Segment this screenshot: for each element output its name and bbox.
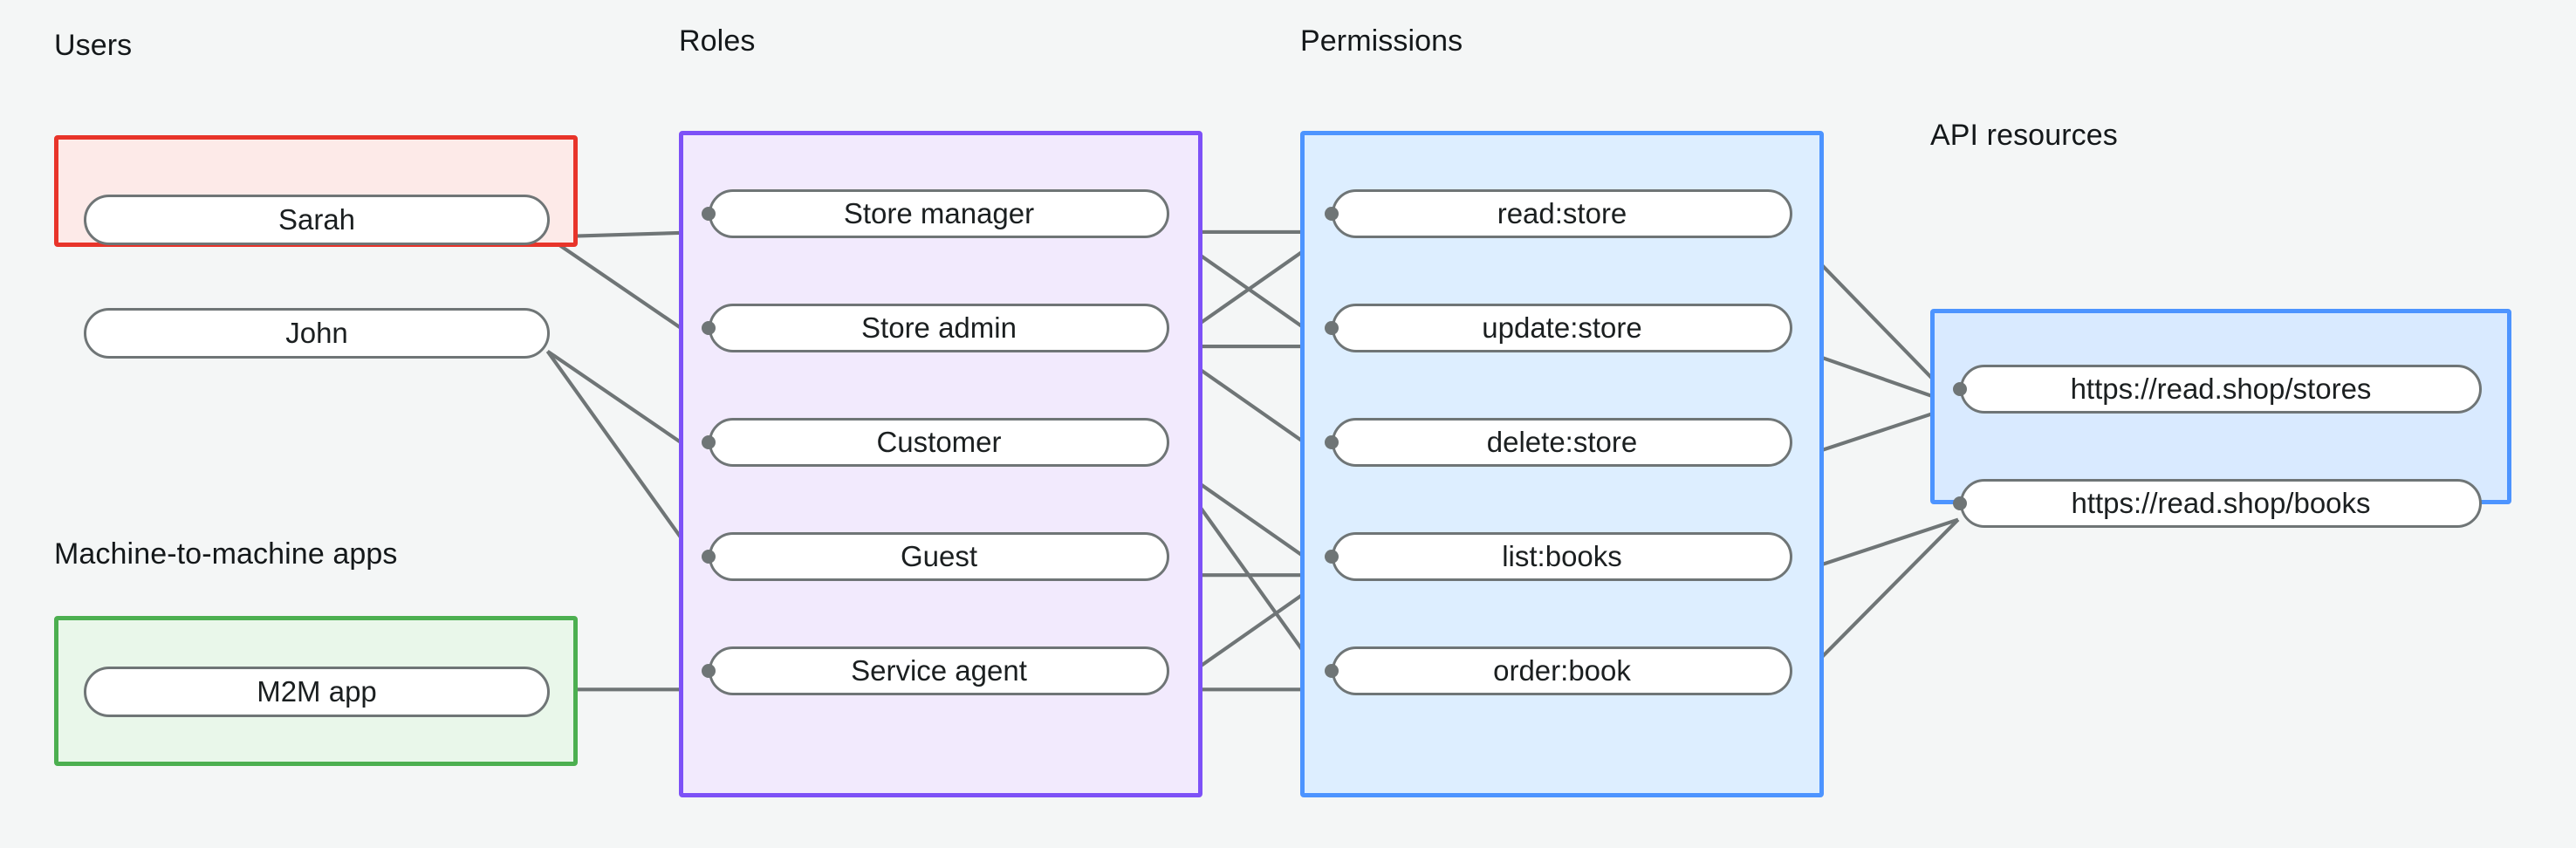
connector-dot-service-agent-in xyxy=(702,664,716,678)
node-order-book[interactable]: order:book xyxy=(1332,646,1792,695)
node-store-admin[interactable]: Store admin xyxy=(709,304,1169,352)
node-label: read:store xyxy=(1497,197,1627,229)
connector-dot-read-shop-stores-in xyxy=(1953,382,1967,396)
node-list-books[interactable]: list:books xyxy=(1332,532,1792,581)
connector-dot-update-store-in xyxy=(1325,321,1339,335)
node-label: Sarah xyxy=(277,203,356,236)
group-label-roles: Roles xyxy=(679,24,756,58)
node-label: Store manager xyxy=(843,197,1035,229)
connector-dot-order-book-in xyxy=(1325,664,1339,678)
node-read-shop-books[interactable]: https://read.shop/books xyxy=(1960,479,2482,528)
node-guest[interactable]: Guest xyxy=(709,532,1169,581)
group-label-users: Users xyxy=(54,29,133,62)
connector-dot-read-store-in xyxy=(1325,207,1339,221)
group-label-m2m: Machine-to-machine apps xyxy=(54,537,398,571)
node-sarah[interactable]: Sarah xyxy=(84,195,550,245)
node-label: delete:store xyxy=(1486,426,1638,458)
connector-dot-guest-in xyxy=(702,550,716,564)
connector-dot-delete-store-in xyxy=(1325,435,1339,449)
node-read-store[interactable]: read:store xyxy=(1332,189,1792,238)
node-m2m-app[interactable]: M2M app xyxy=(84,667,550,717)
node-label: M2M app xyxy=(257,675,377,708)
node-label: https://read.shop/books xyxy=(2071,487,2371,519)
node-label: Service agent xyxy=(851,654,1027,687)
node-label: list:books xyxy=(1502,540,1622,572)
connector-dot-read-shop-books-in xyxy=(1953,496,1967,510)
node-john[interactable]: John xyxy=(84,308,550,359)
node-customer[interactable]: Customer xyxy=(709,418,1169,467)
node-read-shop-stores[interactable]: https://read.shop/stores xyxy=(1960,365,2482,414)
connector-dot-store-manager-in xyxy=(702,207,716,221)
node-label: Customer xyxy=(876,426,1002,458)
node-label: order:book xyxy=(1493,654,1631,687)
connector-dot-list-books-in xyxy=(1325,550,1339,564)
node-label: Guest xyxy=(900,540,978,572)
node-update-store[interactable]: update:store xyxy=(1332,304,1792,352)
node-service-agent[interactable]: Service agent xyxy=(709,646,1169,695)
group-label-permissions: Permissions xyxy=(1300,24,1463,58)
node-label: Store admin xyxy=(861,311,1017,344)
node-label: John xyxy=(285,317,348,349)
connector-dot-customer-in xyxy=(702,435,716,449)
node-label: update:store xyxy=(1482,311,1642,344)
node-store-manager[interactable]: Store manager xyxy=(709,189,1169,238)
connector-dot-store-admin-in xyxy=(702,321,716,335)
group-label-api-resources: API resources xyxy=(1930,119,2118,152)
node-delete-store[interactable]: delete:store xyxy=(1332,418,1792,467)
node-label: https://read.shop/stores xyxy=(2070,373,2372,405)
